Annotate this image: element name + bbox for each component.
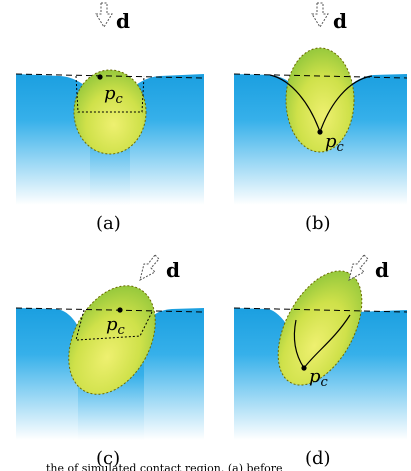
panel-d: pc d (d) bbox=[233, 254, 408, 469]
undeformed-surface-line bbox=[15, 73, 205, 79]
direction-arrow-icon bbox=[139, 254, 160, 281]
rigid-body bbox=[285, 47, 355, 153]
contact-point bbox=[301, 365, 307, 371]
contact-point bbox=[117, 307, 123, 313]
terrain-surface bbox=[16, 74, 204, 205]
direction-arrow-icon bbox=[311, 2, 329, 28]
contact-point-label: pc bbox=[309, 366, 329, 390]
panel-caption: (c) bbox=[96, 448, 120, 469]
direction-arrow-icon bbox=[95, 2, 113, 28]
contact-point-label: pc bbox=[104, 83, 124, 107]
panel-a: pc d (a) bbox=[15, 2, 205, 234]
rigid-body bbox=[68, 285, 156, 395]
figure-caption-text: the of simulated contact region. (a) bef… bbox=[46, 462, 283, 471]
contact-point-label: pc bbox=[106, 314, 126, 338]
direction-label: d bbox=[375, 258, 389, 282]
contact-point-label: pc bbox=[325, 131, 345, 155]
panel-caption: (d) bbox=[305, 448, 331, 469]
panel-c: pc d (c) bbox=[15, 254, 205, 469]
panel-b: pc d (b) bbox=[233, 2, 408, 234]
direction-label: d bbox=[166, 258, 180, 282]
rigid-body bbox=[277, 270, 363, 386]
contact-region-outline bbox=[75, 309, 153, 341]
contact-point bbox=[97, 74, 103, 80]
direction-label: d bbox=[333, 9, 347, 33]
undeformed-surface-line bbox=[233, 73, 408, 79]
undeformed-surface-line bbox=[233, 307, 408, 313]
contact-region-outline bbox=[75, 75, 145, 113]
panel-caption: (b) bbox=[305, 213, 331, 234]
panel-caption: (a) bbox=[96, 213, 121, 234]
contact-point bbox=[317, 129, 323, 135]
direction-arrow-icon bbox=[348, 254, 369, 281]
direction-label: d bbox=[116, 9, 130, 33]
undeformed-surface-line bbox=[15, 307, 205, 313]
terrain-surface bbox=[16, 308, 204, 440]
